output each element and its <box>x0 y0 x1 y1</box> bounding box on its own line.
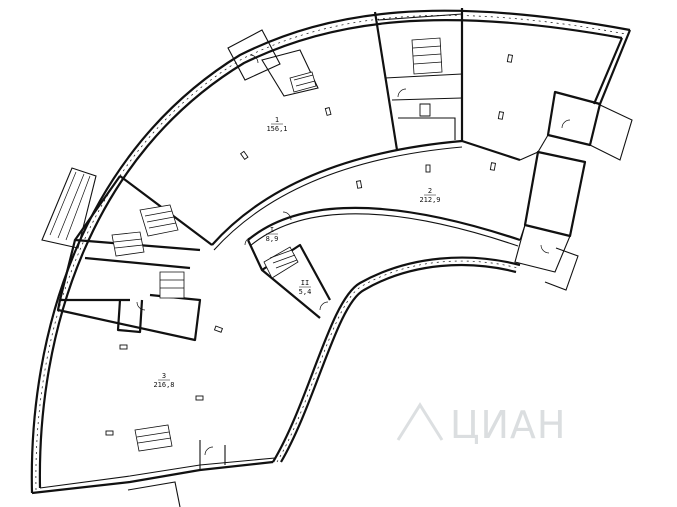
right-end-wall <box>592 29 632 105</box>
room-area: 216,8 <box>153 381 174 389</box>
room-label-1: 1 156,1 <box>266 116 287 133</box>
watermark: ЦИАН <box>396 402 567 447</box>
columns <box>105 54 514 436</box>
right-annex <box>514 90 633 291</box>
doors <box>136 54 571 456</box>
small-rooms <box>247 239 331 319</box>
watermark-text: ЦИАН <box>450 403 567 447</box>
room-label-2: 2 212,9 <box>419 187 440 204</box>
room-label-II: II 5,4 <box>299 279 312 296</box>
room-number: I <box>270 226 274 234</box>
inner-facade <box>272 256 521 463</box>
room-area: 8,9 <box>266 235 279 243</box>
room-number: 2 <box>428 187 432 195</box>
bottom-wall <box>31 457 276 495</box>
bottom-annex <box>127 424 226 507</box>
room-label-I: I 8,9 <box>266 226 279 243</box>
inner-partition <box>119 139 521 251</box>
room-area: 212,9 <box>419 196 440 204</box>
watermark-logo-icon <box>396 402 444 441</box>
room-area: 5,4 <box>299 288 312 296</box>
room-area: 156,1 <box>266 125 287 133</box>
room-label-3: 3 216,8 <box>153 372 174 389</box>
central-core <box>373 8 464 151</box>
room-number: 3 <box>162 372 166 380</box>
room-number: 1 <box>275 116 279 124</box>
left-block-walls <box>56 175 202 342</box>
left-annex <box>41 167 97 249</box>
room-number: II <box>301 279 309 287</box>
top-annex <box>227 29 319 97</box>
